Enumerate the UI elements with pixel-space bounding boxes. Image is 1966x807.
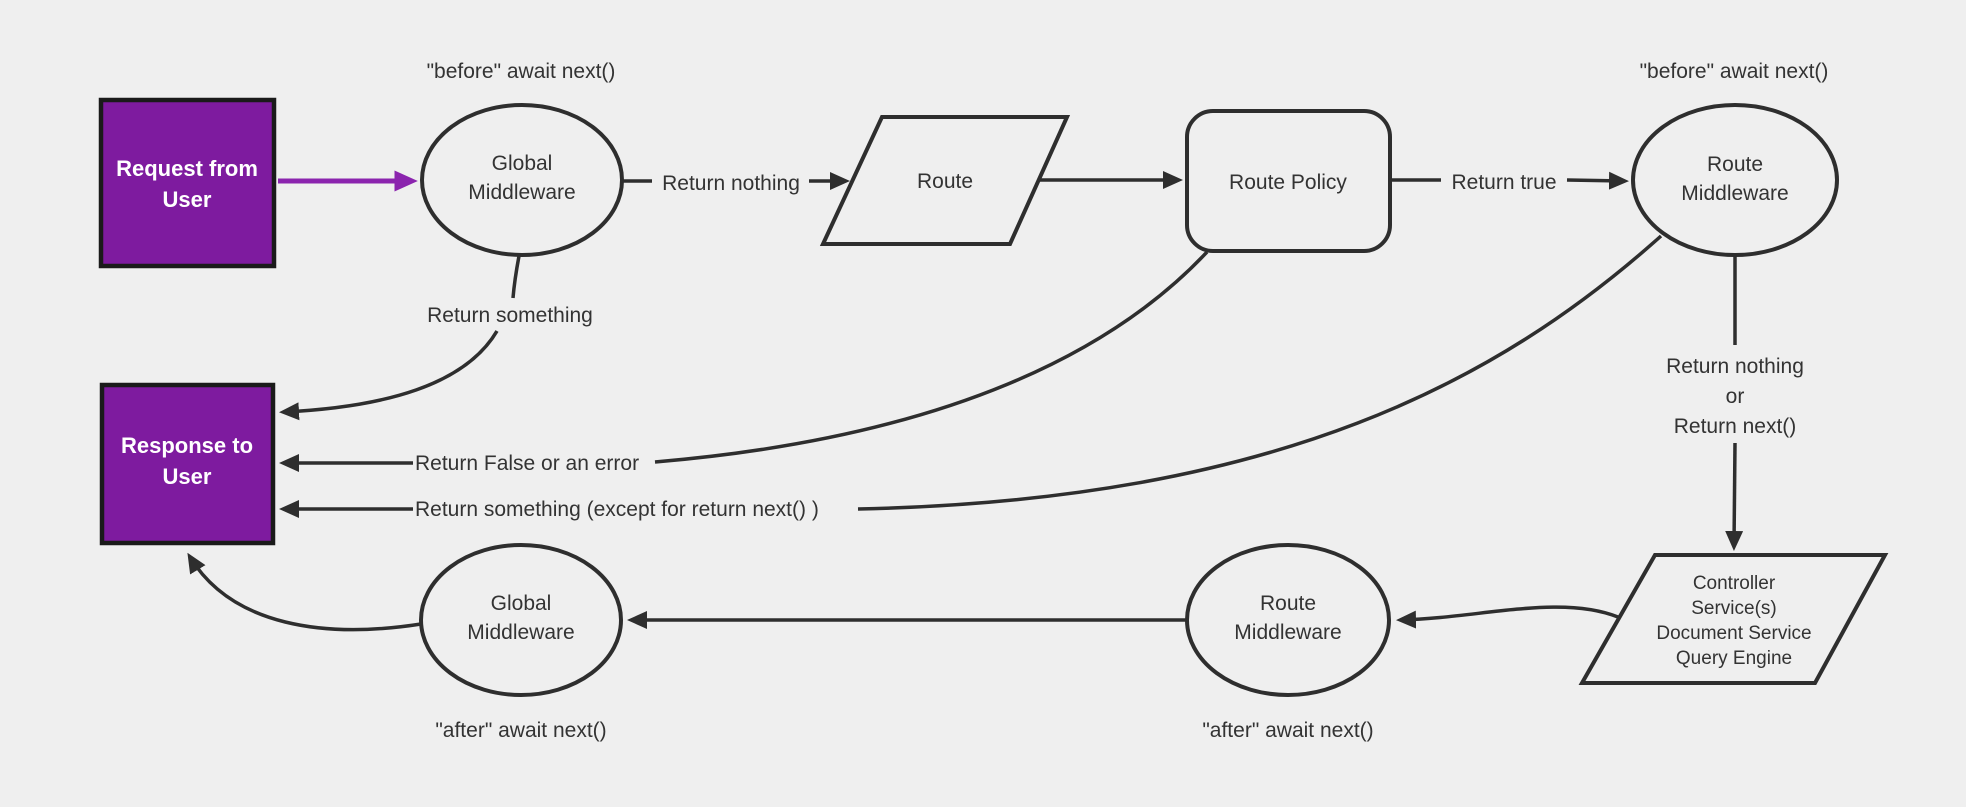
edge-global-to-response-stub: [511, 255, 521, 299]
controller-label-line4: Query Engine: [1676, 648, 1792, 669]
edge-routemw-to-controller-stub-bottom: [1725, 442, 1744, 551]
node-route-middleware-bottom: Route Middleware: [1185, 543, 1391, 697]
route-middleware-bottom-label-line1: Route: [1260, 592, 1316, 615]
global-middleware-top-ellipse: [420, 103, 624, 257]
route-middleware-top-label-line1: Route: [1707, 153, 1763, 176]
edge-labels: "before" await next() "before" await nex…: [415, 60, 1828, 742]
request-from-user-label-line1: Request from: [116, 156, 258, 181]
node-request-from-user: Request from User: [98, 97, 277, 269]
label-before-await-next-1: "before" await next(): [427, 60, 616, 83]
label-return-something: Return something: [427, 304, 593, 327]
request-from-user-box: [98, 97, 277, 269]
response-to-user-label-line2: User: [163, 464, 212, 489]
global-middleware-bottom-label-line2: Middleware: [467, 621, 574, 644]
edge-routemw-to-response-curve: [857, 234, 1663, 511]
global-middleware-bottom-ellipse: [419, 543, 623, 697]
global-middleware-top-label-line1: Global: [492, 152, 553, 175]
controller-label-line2: Service(s): [1691, 598, 1777, 619]
label-return-false-or-error: Return False or an error: [415, 452, 639, 475]
node-global-middleware-top: Global Middleware: [420, 103, 624, 257]
edge-policy-to-response-curve: [654, 250, 1209, 464]
route-policy-label: Route Policy: [1229, 171, 1347, 194]
edge-global-to-response-curve: [279, 330, 499, 421]
request-from-user-label-line2: User: [163, 187, 212, 212]
label-after-await-next-2: "after" await next(): [1202, 719, 1373, 742]
label-return-true: Return true: [1451, 171, 1556, 194]
route-label: Route: [917, 170, 973, 193]
route-middleware-top-label-line2: Middleware: [1681, 182, 1788, 205]
global-middleware-bottom-label-line1: Global: [491, 592, 552, 615]
node-global-middleware-bottom: Global Middleware: [419, 543, 623, 697]
node-route: Route: [819, 115, 1071, 246]
route-middleware-top-ellipse: [1631, 103, 1839, 257]
node-route-middleware-top: Route Middleware: [1631, 103, 1839, 257]
label-return-nothing-or-line1: Return nothing: [1666, 355, 1804, 378]
label-return-nothing: Return nothing: [662, 172, 800, 195]
node-response-to-user: Response to User: [99, 382, 276, 546]
label-return-something-except: Return something (except for return next…: [415, 498, 819, 521]
label-return-nothing-or-line3: Return next(): [1674, 415, 1797, 438]
route-middleware-bottom-ellipse: [1185, 543, 1391, 697]
route-parallelogram: [819, 115, 1071, 246]
controller-label-line1: Controller: [1693, 573, 1776, 594]
route-policy-rect: [1185, 109, 1392, 253]
response-to-user-label-line1: Response to: [121, 433, 253, 458]
edges: [187, 170, 1744, 632]
edge-global-bottom-to-response: [187, 552, 422, 632]
response-to-user-box: [99, 382, 276, 546]
controller-label-line3: Document Service: [1656, 623, 1811, 644]
node-controller-services: Controller Service(s) Document Service Q…: [1578, 553, 1889, 685]
route-middleware-bottom-label-line2: Middleware: [1234, 621, 1341, 644]
edge-policy-to-routemw-stub-right: [1566, 171, 1629, 190]
edge-controller-to-routemw-bottom: [1396, 605, 1619, 629]
global-middleware-top-label-line2: Middleware: [468, 181, 575, 204]
label-return-nothing-or-line2: or: [1726, 385, 1745, 408]
label-before-await-next-2: "before" await next(): [1640, 60, 1829, 83]
controller-parallelogram: [1578, 553, 1889, 685]
label-after-await-next-1: "after" await next(): [435, 719, 606, 742]
node-route-policy: Route Policy: [1185, 109, 1392, 253]
